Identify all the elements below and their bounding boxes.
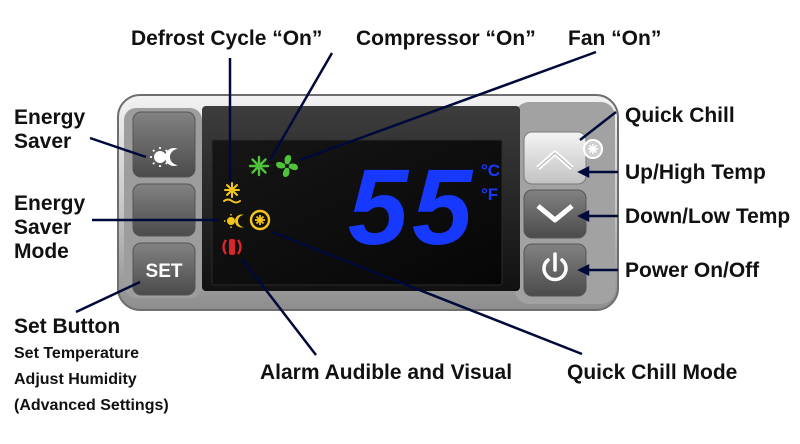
set-button[interactable]: SET [132,242,196,296]
callout-power: Power On/Off [625,259,760,282]
blank-left-key[interactable] [132,183,196,237]
leader-compressor [268,52,334,161]
callout-set-details: Set Temperature Adjust Humidity (Advance… [14,341,169,419]
unit-celsius: °C [481,161,500,180]
alarm-icon [222,239,242,255]
energy-saver-button[interactable] [132,111,196,178]
callout-compressor: Compressor “On” [356,27,536,50]
leader-alarm [241,258,317,356]
temperature-readout: 55 [348,146,476,267]
down-button[interactable] [523,189,587,239]
callout-set-details-line-2: Adjust Humidity [14,371,137,388]
callout-set-button: Set Button [14,315,121,338]
callout-down-low-temp: Down/Low Temp [625,205,791,228]
down-chevron-icon [536,204,574,223]
leader-set [75,280,141,314]
callout-energy-saver: Energy Saver [14,106,85,154]
fan-icon [276,155,298,177]
callout-energy-saver-line-1: Energy [14,106,86,129]
callout-energy-saver-line-2: Saver [14,130,72,153]
leader-fan [299,50,597,162]
callout-energy-saver-mode-line-2: Saver [14,216,72,239]
callout-set-details-line-1: Set Temperature [14,345,140,362]
compressor-snowflake-icon [248,155,270,177]
energy-saver-mode-icon [224,214,244,228]
callout-energy-saver-mode-line-3: Mode [14,240,69,263]
callout-quick-chill-mode: Quick Chill Mode [567,361,738,384]
unit-fahrenheit: °F [481,185,498,204]
callout-energy-saver-mode-line-1: Energy [14,192,86,215]
power-icon [542,252,568,282]
power-button[interactable] [523,243,587,297]
callout-defrost: Defrost Cycle “On” [131,27,323,50]
callout-energy-saver-mode: Energy Saver Mode [14,192,85,264]
callout-quick-chill: Quick Chill [625,104,735,127]
leader-energy-saver [89,136,147,159]
callout-up-high-temp: Up/High Temp [625,161,766,184]
defrost-snowflake-icon [223,182,241,204]
callout-alarm: Alarm Audible and Visual [260,361,513,384]
callout-fan: Fan “On” [568,27,662,50]
set-button-label: SET [146,261,183,282]
sun-moon-icon [150,147,178,167]
callout-set-details-line-3: (Advanced Settings) [14,397,169,414]
quick-chill-icon [249,209,271,231]
up-button[interactable] [523,131,587,185]
quick-chill-key-icon[interactable] [583,139,603,159]
leader-quick-chill-mode [271,230,583,356]
leader-quick-chill [579,111,617,141]
